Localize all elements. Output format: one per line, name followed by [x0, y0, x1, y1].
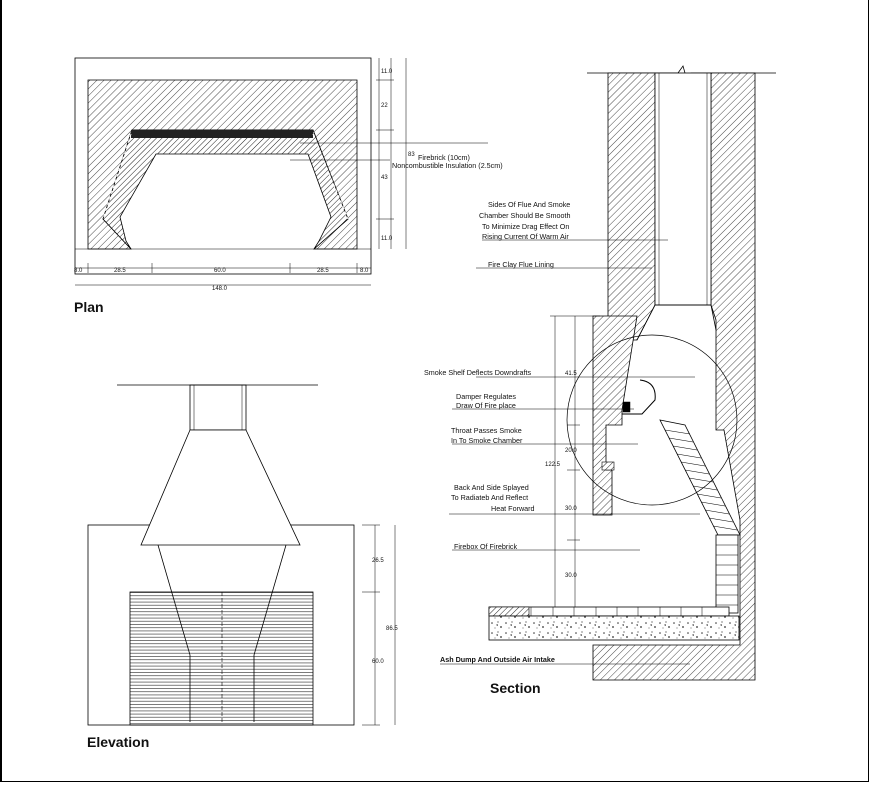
plan-dim-left-splay: 28.5: [114, 268, 126, 274]
section-dim-chamber: 41.5: [565, 371, 577, 377]
plan-outer-outline: [74, 57, 372, 275]
plan-dim-labels: 11.0 22 43 11.0 83 8.0 28.5 60.0 28.5 8.…: [74, 69, 503, 292]
plan-dim-front: 11.0: [381, 236, 393, 242]
note-smoke-shelf: Smoke Shelf Deflects Downdrafts: [424, 368, 531, 377]
elevation-title: Elevation: [87, 734, 149, 750]
elevation-flue: [189, 384, 247, 431]
section-flue-lining: [654, 72, 712, 306]
note-firebox: Firebox Of Firebrick: [454, 542, 518, 551]
note-back-1: Back And Side Splayed: [454, 483, 529, 492]
note-throat-1: Throat Passes Smoke: [451, 426, 522, 435]
section-hearth-slab: [488, 615, 740, 641]
note-back-3: Heat Forward: [491, 504, 535, 513]
elevation-firebox-opening: [129, 591, 314, 726]
plan-title: Plan: [74, 299, 104, 315]
plan-dim-right-splay: 28.5: [317, 268, 329, 274]
section-title: Section: [490, 680, 541, 696]
elevation-dim-total: 86.5: [386, 626, 398, 632]
plan-dim-opening: 60.0: [214, 268, 226, 274]
plan-dim-total-depth: 83: [408, 152, 415, 158]
section-detail-circle: [566, 334, 738, 506]
elevation-dim-labels: 26.5 86.5 60.0: [372, 558, 398, 665]
section-dim-throat: 20.0: [565, 448, 577, 454]
section-firebrick-back: [659, 419, 741, 536]
note-insulation: Noncombustible Insulation (2.5cm): [392, 161, 503, 170]
note-sides-3: To Minimize Drag Effect On: [482, 222, 569, 231]
section-dim-splay: 30.0: [565, 506, 577, 512]
note-throat-2: In To Smoke Chamber: [451, 436, 523, 445]
section-dim-labels: 41.5 20.0 122.5 30.0 30.0: [545, 371, 577, 579]
note-flue-lining: Fire Clay Flue Lining: [488, 260, 554, 269]
plan-dim-left-wall: 8.0: [74, 268, 83, 274]
note-back-2: To Radiateb And Reflect: [451, 493, 528, 502]
plan-dim-right-wall: 8.0: [360, 268, 369, 274]
section-view: [440, 65, 776, 681]
note-sides-4: Rising Current Of Warm Air: [482, 232, 569, 241]
section-back-wall: [592, 72, 756, 681]
section-notes: Sides Of Flue And Smoke Chamber Should B…: [424, 200, 571, 664]
note-sides-2: Chamber Should Be Smooth: [479, 211, 571, 220]
note-firebrick: Firebrick (10cm): [418, 153, 470, 162]
section-dim-total: 122.5: [545, 462, 561, 468]
note-sides-1: Sides Of Flue And Smoke: [488, 200, 570, 209]
plan-dim-back: 22: [381, 103, 388, 109]
plan-dim-total-width: 148.0: [212, 286, 228, 292]
elevation-view: [87, 384, 396, 726]
plan-dim-depth: 43: [381, 175, 388, 181]
plan-back-insulation: [131, 130, 313, 138]
section-front-wall: [592, 315, 638, 516]
plan-view: [74, 57, 488, 286]
plan-firebrick: [102, 129, 349, 250]
elevation-dim-upper: 26.5: [372, 558, 384, 564]
elevation-hood: [140, 429, 301, 546]
plan-dim-top: 11.0: [381, 69, 393, 75]
note-damper-1: Damper Regulates: [456, 392, 516, 401]
elevation-dim-opening: 60.0: [372, 659, 384, 665]
note-damper-2: Draw Of Fire place: [456, 401, 516, 410]
section-flue-wall-front: [607, 72, 656, 341]
note-ash-dump: Ash Dump And Outside Air Intake: [440, 655, 555, 664]
section-dim-firebox: 30.0: [565, 573, 577, 579]
